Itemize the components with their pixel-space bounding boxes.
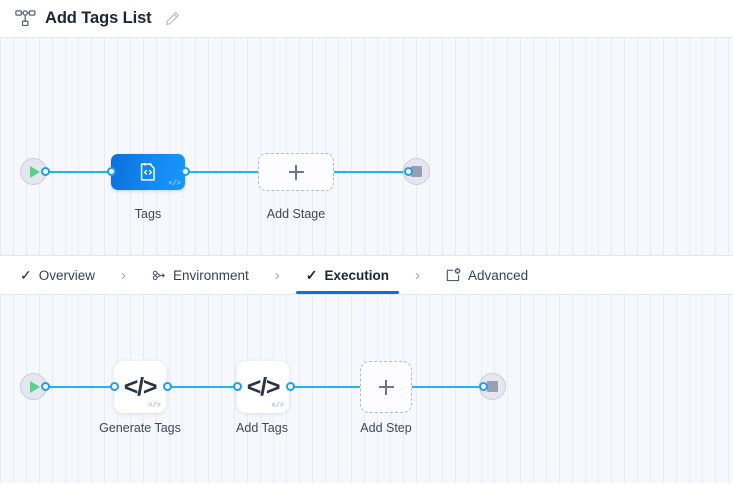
connector-dot-tags-out[interactable] (181, 167, 190, 176)
code-icon: </> (246, 372, 281, 401)
plus-icon (288, 164, 304, 180)
tab-overview[interactable]: ✓ Overview (16, 256, 99, 294)
stop-icon (411, 166, 422, 177)
advanced-window-icon (446, 268, 461, 282)
edge-generate-tags-to-add-tags (163, 386, 243, 388)
connector-dot-generate-tags-out[interactable] (163, 382, 172, 391)
page-header: Add Tags List (0, 0, 733, 38)
tab-environment[interactable]: Environment (148, 256, 253, 294)
pipeline-topology-icon (14, 8, 36, 30)
play-icon (30, 165, 40, 178)
stop-icon (487, 381, 498, 392)
stage-badge-code: </> (168, 180, 181, 188)
connector-dot-step-start-out[interactable] (41, 382, 50, 391)
stage-label-tags: Tags (134, 207, 162, 221)
stage-canvas[interactable]: </> Tags Add Stage (0, 38, 733, 256)
step-label-add-step: Add Step (360, 421, 412, 435)
step-node-generate-tags[interactable]: </> </> (114, 361, 166, 413)
stage-config-tabs[interactable]: ✓ Overview › Environment › ✓ Execution › (0, 256, 733, 294)
step-label-add-tags: Add Tags (236, 421, 288, 435)
stage-label-add-stage: Add Stage (266, 207, 326, 221)
code-icon: </> (123, 372, 158, 401)
step-badge-code: </> (148, 402, 161, 410)
tab-overview-label: Overview (38, 267, 95, 283)
edge-tags-to-add-stage (176, 171, 262, 173)
edge-add-stage-to-end (330, 171, 412, 173)
connector-dot-end-in[interactable] (404, 167, 413, 176)
check-icon: ✓ (305, 267, 318, 283)
connector-dot-tags-in[interactable] (107, 167, 116, 176)
edge-add-tags-to-add-step (286, 386, 360, 388)
infrastructure-icon (152, 269, 166, 282)
play-icon (30, 380, 40, 393)
tab-separator-2: › (274, 266, 280, 284)
tab-separator-1: › (121, 266, 126, 284)
plus-icon (378, 379, 394, 395)
stage-node-tags[interactable]: </> (111, 154, 185, 190)
add-stage-button[interactable] (258, 153, 334, 191)
tab-execution-label: Execution (324, 267, 390, 283)
connector-dot-add-tags-out[interactable] (286, 382, 295, 391)
step-label-generate-tags: Generate Tags (99, 421, 181, 435)
step-badge-code: </> (271, 402, 284, 410)
execution-canvas[interactable]: </> </> Generate Tags </> </> Add Tags A… (0, 294, 733, 483)
page-title: Add Tags List (45, 9, 152, 27)
edge-start-to-generate-tags (40, 386, 120, 388)
connector-dot-add-tags-in[interactable] (233, 382, 242, 391)
tab-advanced[interactable]: Advanced (442, 256, 532, 294)
edge-add-step-to-end (412, 386, 487, 388)
edge-start-to-tags (40, 171, 126, 173)
tab-advanced-label: Advanced (468, 267, 529, 283)
connector-dot-start-out[interactable] (41, 167, 50, 176)
add-step-button[interactable] (360, 361, 412, 413)
step-node-add-tags[interactable]: </> </> (237, 361, 289, 413)
tab-environment-label: Environment (173, 267, 249, 283)
connector-dot-generate-tags-in[interactable] (110, 382, 119, 391)
pencil-icon[interactable] (164, 10, 182, 28)
tab-separator-3: › (415, 266, 421, 284)
connector-dot-step-end-in[interactable] (479, 382, 488, 391)
tab-execution[interactable]: ✓ Execution (295, 256, 400, 294)
check-icon: ✓ (20, 267, 32, 283)
